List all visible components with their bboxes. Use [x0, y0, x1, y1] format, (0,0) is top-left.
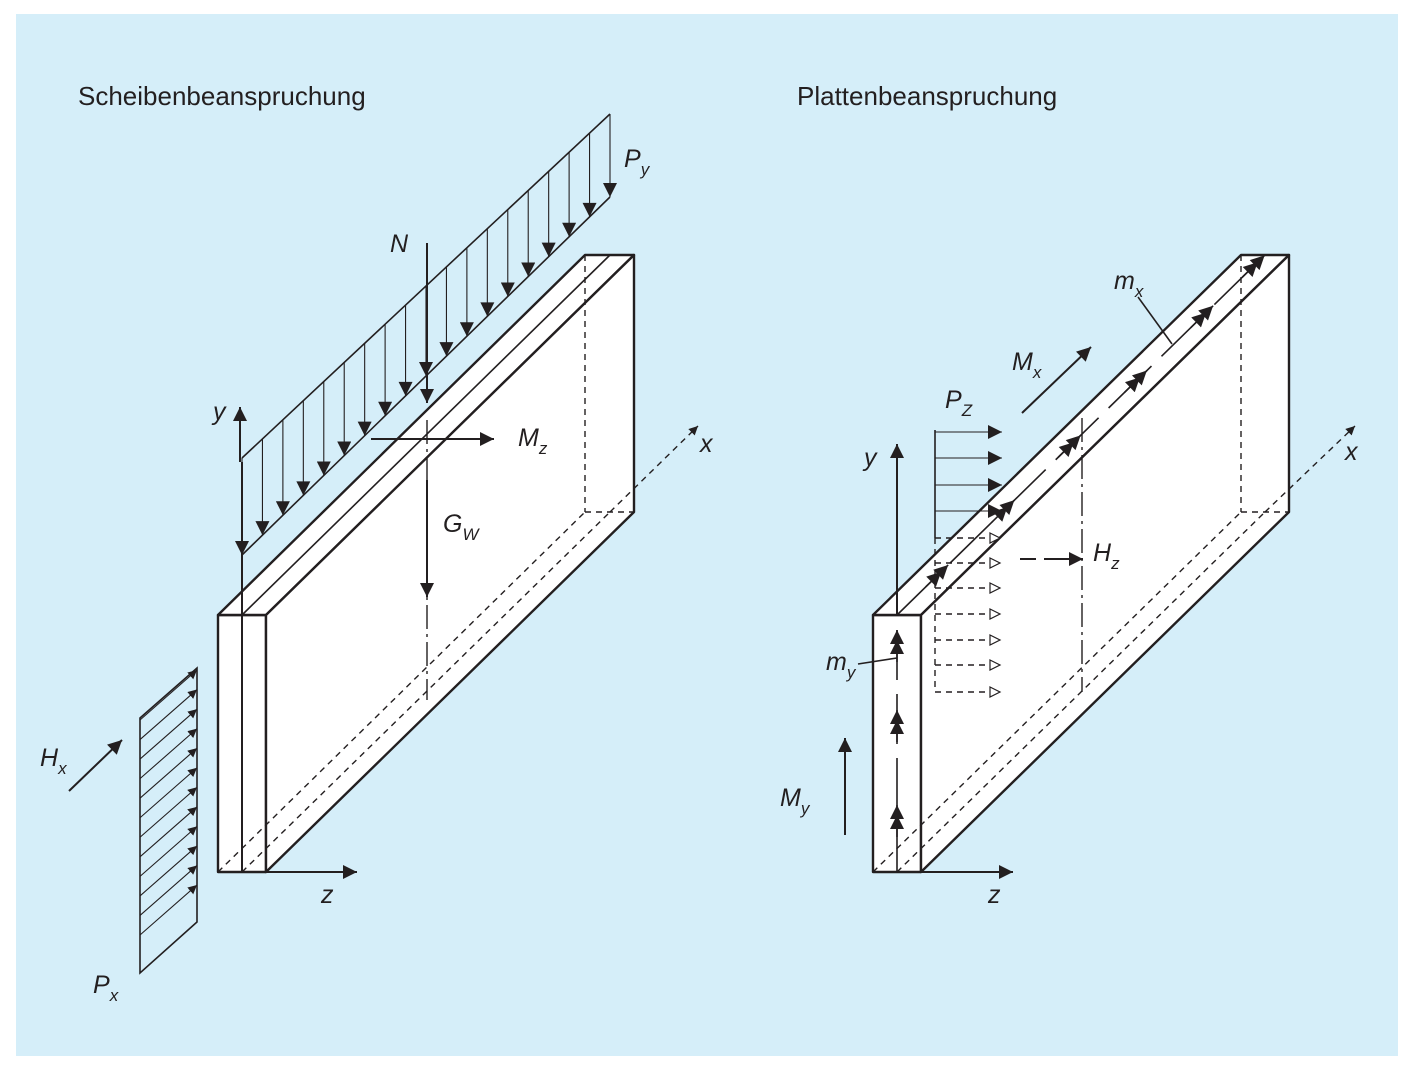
mx-small-arrow-second [999, 499, 1015, 515]
left-top-midline [241, 254, 611, 616]
label-my-small: my [826, 648, 857, 682]
mx-leader-line [1137, 296, 1173, 345]
label-n: N [390, 230, 409, 258]
left-wall-panel [216, 253, 699, 874]
label-right-z: z [987, 881, 1001, 909]
right-x-axis-arrow [1264, 425, 1356, 513]
label-right-x: x [1344, 438, 1359, 466]
label-left-y: y [211, 398, 227, 426]
px-load-outline [139, 666, 198, 975]
px-load-arrow [139, 806, 198, 858]
label-pz: PZ [945, 386, 973, 420]
mx-moment-arrow [1021, 346, 1092, 414]
px-load-arrow [139, 845, 198, 897]
left-hidden-edge-bottom [217, 511, 586, 873]
mx-small-arrow-second [1131, 369, 1148, 386]
title-scheibenbeanspruchung: Scheibenbeanspruchung [78, 81, 366, 111]
label-px: Px [93, 971, 119, 1005]
title-plattenbeanspruchung: Plattenbeanspruchung [797, 81, 1057, 111]
px-load-arrow [139, 728, 198, 780]
my-leader-line [857, 657, 898, 665]
label-hx: Hx [40, 744, 67, 778]
label-py: Py [624, 145, 651, 179]
mx-small-arrow-second [1249, 254, 1266, 271]
px-load-arrow [139, 747, 198, 799]
px-load-arrow [139, 825, 198, 877]
px-load-arrows [139, 669, 198, 936]
px-load-arrow [139, 767, 198, 819]
pz-load-arrows [935, 425, 1002, 698]
left-side-face [264, 253, 636, 874]
px-load-arrow [139, 865, 198, 916]
label-right-y: y [862, 444, 878, 472]
mx-small-arrow-second [1198, 305, 1214, 321]
right-x-axis-dashed [896, 511, 1266, 873]
label-left-z: z [320, 881, 334, 909]
label-hz: Hz [1093, 539, 1120, 573]
label-left-x: x [699, 430, 714, 458]
mx-small-arrow-second [933, 564, 949, 580]
px-load-arrow [139, 669, 198, 721]
label-mx-large: Mx [1012, 348, 1042, 382]
label-mx-small: mx [1114, 267, 1144, 301]
left-load-px [139, 666, 198, 975]
right-hidden-edge-bottom [872, 511, 1242, 873]
hx-force-arrow [68, 739, 123, 792]
px-load-arrow [139, 884, 198, 936]
label-mz: Mz [518, 424, 548, 458]
left-x-axis-dashed [241, 511, 611, 873]
left-x-axis-arrow [609, 425, 699, 513]
mx-small-arrow-second [1065, 434, 1082, 451]
label-gw: GW [443, 510, 480, 544]
px-load-arrow [139, 786, 198, 838]
px-load-arrow [139, 708, 198, 760]
label-my-large: My [780, 784, 811, 818]
pz-load [934, 425, 1002, 698]
px-load-arrow [139, 689, 198, 740]
